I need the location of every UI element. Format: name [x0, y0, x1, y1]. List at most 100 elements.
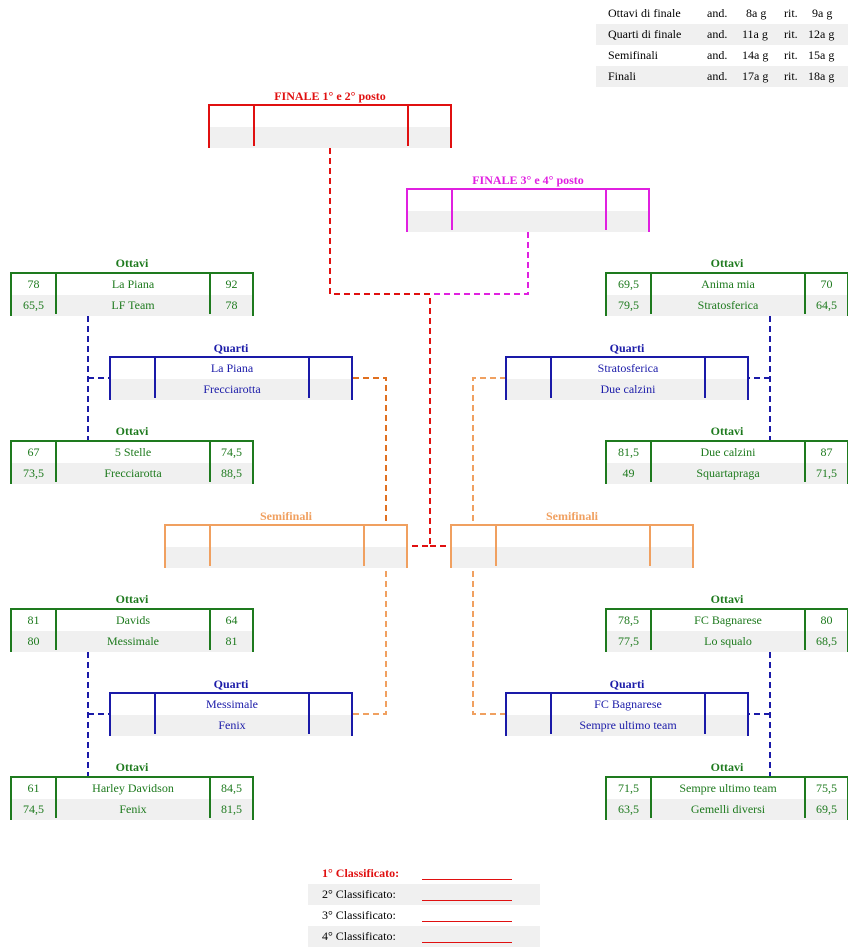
schedule-phase: Ottavi di finale	[608, 6, 681, 20]
team-name: Sempre ultimo team	[579, 718, 677, 732]
match-row: Frecciarotta	[111, 379, 351, 400]
team-name: FC Bagnarese	[694, 613, 762, 627]
score-away: 92	[225, 277, 238, 291]
divider	[550, 694, 552, 734]
quarter-match-box[interactable]: Messimale Fenix	[109, 692, 353, 736]
ranking-row: 4° Classificato:	[308, 926, 540, 947]
final12-match-box[interactable]	[208, 104, 452, 148]
final34-match-box[interactable]	[406, 188, 650, 232]
semifinal-right-label: Semifinali	[545, 509, 598, 523]
divider	[650, 778, 652, 818]
schedule-rit: rit.	[784, 6, 798, 20]
schedule-phase: Finali	[608, 69, 637, 83]
semifinal-left-box[interactable]	[164, 524, 408, 568]
score-away: 81,5	[221, 802, 242, 816]
ranking-blank[interactable]	[422, 900, 512, 901]
match-row	[452, 547, 692, 568]
quarter-label: Quarti	[213, 677, 249, 691]
match-row: La Piana	[111, 358, 351, 379]
divider	[650, 274, 652, 314]
score-home: 78,5	[618, 613, 639, 627]
divider	[209, 274, 211, 314]
team-name: Due calzini	[700, 445, 756, 459]
score-away: 68,5	[816, 634, 837, 648]
divider	[253, 106, 255, 146]
divider	[804, 274, 806, 314]
quarter-match-box[interactable]: Stratosferica Due calzini	[505, 356, 749, 400]
score-home: 73,5	[23, 466, 44, 480]
schedule-and-day: 14a g	[742, 48, 769, 62]
quarter-match-box[interactable]: La Piana Frecciarotta	[109, 356, 353, 400]
ranking-row: 2° Classificato:	[308, 884, 540, 905]
team-name: Stratosferica	[597, 361, 659, 375]
team-name: LF Team	[111, 298, 155, 312]
team-name: Fenix	[119, 802, 147, 816]
score-home: 71,5	[618, 781, 639, 795]
schedule-and: and.	[707, 69, 728, 83]
schedule-row: Semifinali and. 14a g rit. 15a g	[596, 45, 848, 66]
team-name: Lo squalo	[704, 634, 752, 648]
octave-label: Ottavi	[115, 760, 149, 774]
score-home: 78	[27, 277, 40, 291]
quarter-right-bottom-connector	[472, 568, 506, 715]
match-row	[166, 547, 406, 568]
semifinal-right-box[interactable]	[450, 524, 694, 568]
ranking-row: 1° Classificato:	[308, 863, 540, 884]
semifinal-left-label: Semifinali	[259, 509, 312, 523]
score-home: 81,5	[618, 445, 639, 459]
schedule-and: and.	[707, 6, 728, 20]
divider	[55, 610, 57, 650]
schedule-rit-day: 18a g	[808, 69, 835, 83]
divider	[605, 190, 607, 230]
ranking-label: 1° Classificato:	[322, 866, 400, 880]
schedule-rit-day: 12a g	[808, 27, 835, 41]
ranking-blank[interactable]	[422, 942, 512, 943]
quarter-label: Quarti	[609, 677, 645, 691]
schedule-rit: rit.	[784, 69, 798, 83]
team-name: Harley Davidson	[92, 781, 174, 795]
team-name: Sempre ultimo team	[679, 781, 777, 795]
final12-connector	[329, 148, 431, 547]
schedule-phase: Quarti di finale	[608, 27, 682, 41]
score-home: 61	[27, 781, 40, 795]
quarter-match-box[interactable]: FC Bagnarese Sempre ultimo team	[505, 692, 749, 736]
score-away: 64,5	[816, 298, 837, 312]
ranking-blank[interactable]	[422, 879, 512, 880]
schedule-and-day: 17a g	[742, 69, 769, 83]
schedule-table: Ottavi di finale and. 8a g rit. 9a g Qua…	[596, 3, 848, 87]
schedule-rit: rit.	[784, 48, 798, 62]
divider	[55, 274, 57, 314]
octave-label: Ottavi	[710, 760, 744, 774]
divider	[804, 778, 806, 818]
divider	[804, 442, 806, 482]
match-row: FC Bagnarese	[507, 694, 747, 715]
quarter-right-top-connector	[472, 377, 506, 525]
final12-label: FINALE 1° e 2° posto	[274, 89, 386, 103]
score-home: 67	[27, 445, 40, 459]
ranking-blank[interactable]	[422, 921, 512, 922]
schedule-rit: rit.	[784, 27, 798, 41]
team-name: Davids	[116, 613, 150, 627]
score-away: 74,5	[221, 445, 242, 459]
schedule-and: and.	[707, 48, 728, 62]
divider	[209, 778, 211, 818]
team-name: Fenix	[218, 718, 246, 732]
